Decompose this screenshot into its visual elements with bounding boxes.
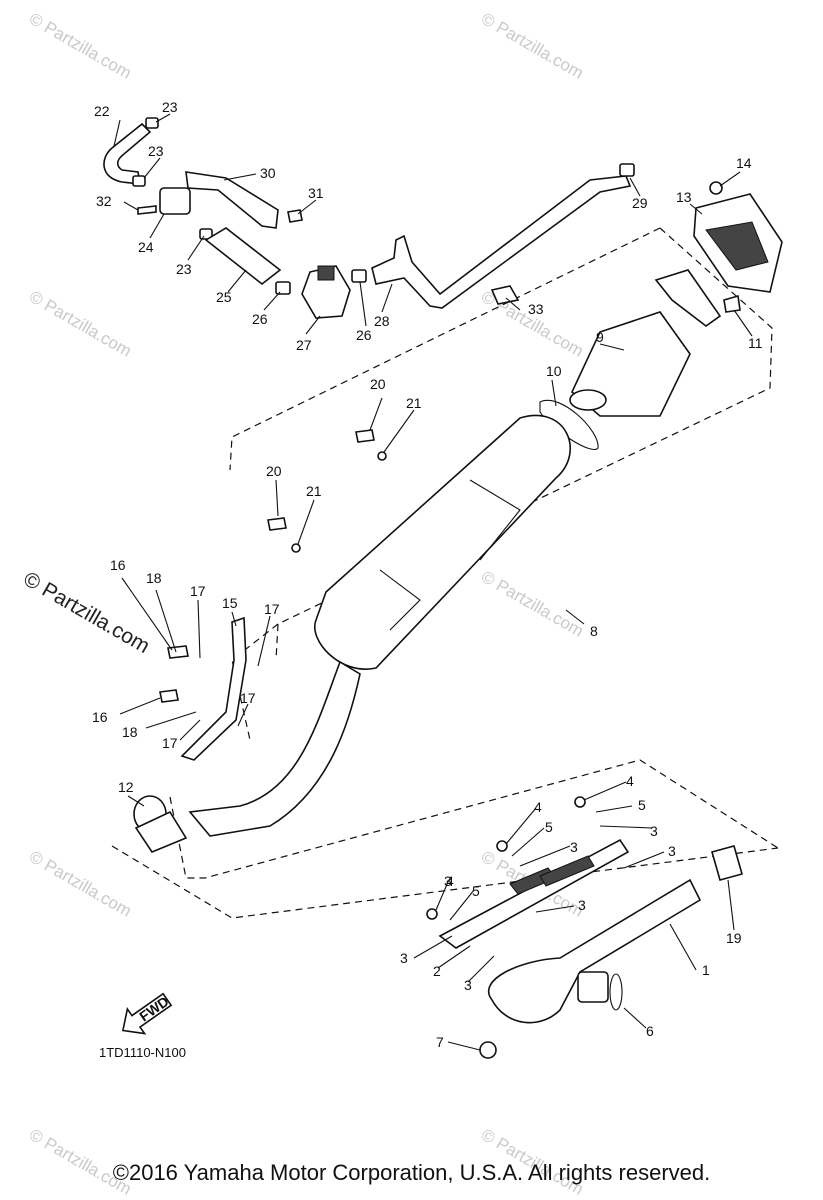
callout: 20 <box>370 376 386 392</box>
callout: 15 <box>222 595 238 611</box>
callout: 17 <box>264 601 280 617</box>
callout: 1 <box>702 962 710 978</box>
callout: 7 <box>436 1034 444 1050</box>
muffler-assembly <box>133 181 783 853</box>
watermark: © Partzilla.com <box>26 847 135 921</box>
watermark: © Partzilla.com <box>26 9 135 83</box>
hose-clamp <box>132 175 146 187</box>
callout: 18 <box>122 724 138 740</box>
hose-clamp <box>199 228 213 240</box>
watermark: © Partzilla.com <box>478 9 587 83</box>
drawing-code: 1TD1110-N100 <box>99 1045 186 1060</box>
callout: 23 <box>176 261 192 277</box>
callout: 24 <box>138 239 154 255</box>
callouts: 1 2 3 3 3 3 3 3 3 4 4 4 5 5 5 6 7 8 9 10… <box>92 99 763 1050</box>
air-cut-valve <box>159 187 191 215</box>
callout: 23 <box>162 99 178 115</box>
watermarks: © Partzilla.com © Partzilla.com © Partzi… <box>20 9 587 1199</box>
callout: 3 <box>400 950 408 966</box>
callout: 17 <box>162 735 178 751</box>
callout: 3 <box>464 977 472 993</box>
callout: 25 <box>216 289 232 305</box>
callout: 3 <box>570 839 578 855</box>
callout: 11 <box>748 335 763 351</box>
callout: 32 <box>96 193 112 209</box>
fwd-arrow: FWD <box>121 992 173 1035</box>
callout: 14 <box>736 155 752 171</box>
hose-clamp <box>145 117 159 129</box>
callout: 28 <box>374 313 390 329</box>
exhaust-pipe-assembly <box>426 796 743 1059</box>
callout: 18 <box>146 570 162 586</box>
callout: 5 <box>545 819 553 835</box>
callout: 3 <box>668 843 676 859</box>
callout: 5 <box>472 883 480 899</box>
callout: 27 <box>296 337 312 353</box>
callout: 21 <box>406 395 422 411</box>
callout: 16 <box>110 557 126 573</box>
callout: 21 <box>306 483 322 499</box>
callout: 17 <box>240 690 256 706</box>
watermark: © Partzilla.com <box>26 287 135 361</box>
callout: 4 <box>534 799 542 815</box>
callout: 19 <box>726 930 742 946</box>
watermark: © Partzilla.com <box>478 287 587 361</box>
callout: 26 <box>252 311 268 327</box>
callout: 4 <box>446 873 454 889</box>
callout: 3 <box>444 873 452 889</box>
callout: 10 <box>546 363 562 379</box>
watermark: © Partzilla.com <box>478 567 587 641</box>
callout: 12 <box>118 779 134 795</box>
callout: 22 <box>94 103 110 119</box>
callout: 3 <box>650 823 658 839</box>
callout: 30 <box>260 165 276 181</box>
callout: 6 <box>646 1023 654 1039</box>
leader-lines <box>113 113 753 1051</box>
callout: 17 <box>190 583 206 599</box>
air-induction-assembly <box>103 117 635 319</box>
callout: 9 <box>596 329 604 345</box>
callout: 29 <box>632 195 648 211</box>
watermark-large: © Partzilla.com <box>20 567 154 658</box>
callout: 26 <box>356 327 372 343</box>
callout: 20 <box>266 463 282 479</box>
callout: 8 <box>590 623 598 639</box>
callout: 3 <box>578 897 586 913</box>
callout: 4 <box>626 773 634 789</box>
copyright-notice: ©2016 Yamaha Motor Corporation, U.S.A. A… <box>112 1160 711 1185</box>
callout: 5 <box>638 797 646 813</box>
callout: 13 <box>676 189 692 205</box>
callout: 31 <box>308 185 324 201</box>
callout: 2 <box>433 963 441 979</box>
callout: 23 <box>148 143 164 159</box>
callout: 16 <box>92 709 108 725</box>
callout: 33 <box>528 301 544 317</box>
